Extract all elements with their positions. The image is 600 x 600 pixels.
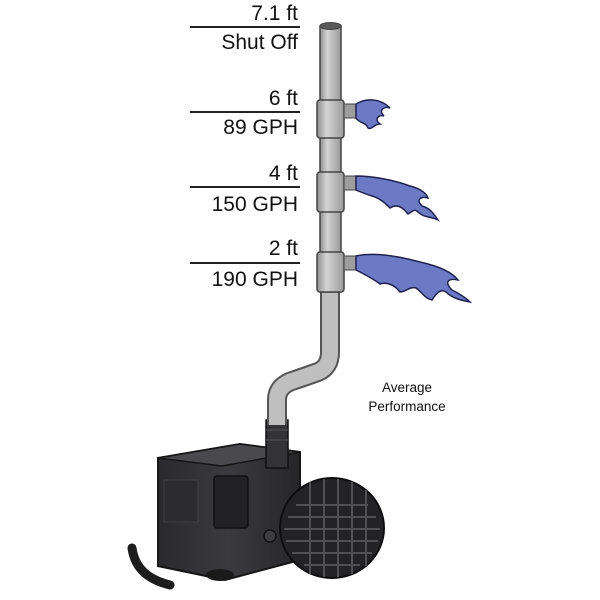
level-height-label: 6 ft [268, 87, 298, 110]
level-divider [190, 262, 300, 264]
level-divider [190, 111, 300, 113]
pump-body [157, 442, 301, 582]
pipe-top [319, 22, 342, 30]
water-spray-2ft [355, 253, 473, 304]
level-flow-label: 190 GPH [211, 268, 298, 291]
level-flow-label: 89 GPH [223, 116, 298, 139]
water-spray-6ft [355, 99, 391, 130]
tee-fitting-4ft [316, 171, 359, 213]
pump-outlet [265, 419, 289, 469]
level-height-label: 2 ft [268, 237, 298, 260]
level-divider [190, 186, 300, 188]
level-flow-label: Shut Off [221, 31, 298, 54]
performance-note-line1: Average [381, 380, 433, 395]
level-flow-label: 150 GPH [211, 193, 298, 216]
intake-screen [263, 477, 385, 579]
performance-note-line2: Performance [368, 399, 446, 414]
level-divider [190, 26, 300, 28]
power-cord [127, 543, 175, 590]
water-spray-4ft [355, 175, 441, 222]
level-height-label: 7.1 ft [251, 2, 298, 25]
tee-fitting-6ft [316, 99, 359, 139]
tee-fitting-2ft [316, 251, 359, 293]
level-height-label: 4 ft [268, 162, 298, 185]
